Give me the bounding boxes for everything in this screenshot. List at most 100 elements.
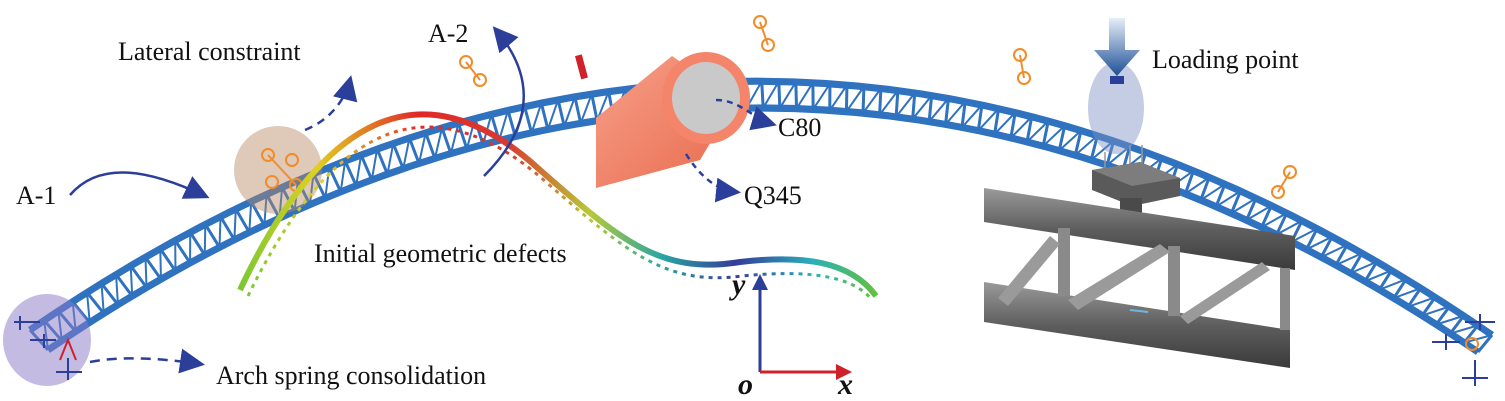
arch-web-diagonal [795, 82, 814, 110]
label-a2: A-2 [428, 19, 468, 48]
arch-web-vertical [85, 291, 105, 315]
arch-web-vertical [1183, 170, 1195, 195]
arch-web-diagonal [895, 92, 916, 118]
arch-web-vertical [911, 92, 917, 120]
arch-web-diagonal [812, 83, 831, 110]
constraint-marker [1271, 165, 1297, 199]
arch-web-vertical [794, 81, 798, 109]
arch-web-vertical [1363, 260, 1379, 283]
arch-web-diagonal [530, 102, 543, 134]
arch-web-vertical [1057, 125, 1067, 151]
arch-web-diagonal [1305, 235, 1333, 251]
arch-web-vertical [456, 122, 469, 150]
arch-web-diagonal [1379, 278, 1407, 291]
arch-web-vertical [844, 85, 849, 112]
loading-point-highlight [1088, 62, 1144, 154]
arch-web-vertical [944, 98, 950, 125]
arch-web-diagonal [86, 292, 91, 323]
cfst-tube-section [596, 52, 750, 188]
arch-web-diagonal [418, 132, 427, 164]
detail-diagonal [1068, 244, 1170, 310]
q345-arrow [684, 153, 741, 203]
arch-web-vertical [539, 102, 550, 130]
arch-web-vertical [1392, 278, 1408, 299]
arch-web-vertical [1041, 120, 1050, 147]
a1-arrow [69, 171, 210, 199]
arch-web-diagonal [1010, 116, 1033, 139]
arch-web-diagonal [961, 104, 983, 129]
detail-diagonal [998, 236, 1060, 306]
coordinate-axes [752, 274, 852, 380]
arch-web-diagonal [1335, 252, 1363, 266]
arch-web-diagonal [1435, 314, 1465, 326]
arch-web-diagonal [433, 127, 443, 159]
arch-web-vertical [188, 231, 207, 256]
arch-web-vertical [523, 106, 534, 134]
detail-diagonal [1180, 262, 1270, 324]
arch-web-vertical [219, 215, 236, 241]
arch-web-vertical [1199, 176, 1211, 201]
arch-web-diagonal [386, 143, 395, 175]
arch-web-vertical [960, 101, 967, 128]
arch-web-diagonal [928, 97, 950, 123]
arch-web-diagonal [248, 201, 253, 233]
arch-web-diagonal [1184, 176, 1210, 195]
label-c80: C80 [778, 113, 821, 142]
arch-web-vertical [144, 256, 163, 281]
arch-web-diagonal [1074, 134, 1098, 156]
arch-web-vertical [506, 109, 517, 137]
arch-web-vertical [1334, 244, 1349, 266]
label-a1: A-1 [16, 181, 56, 210]
arch-web-vertical [391, 142, 405, 170]
arch-web-vertical [777, 81, 782, 109]
arch-web-diagonal [546, 99, 560, 130]
left-support-icon [14, 316, 82, 380]
arch-web-vertical [312, 173, 327, 199]
arch-web-diagonal [1463, 334, 1493, 344]
arch-web-diagonal [159, 248, 162, 280]
load-plate [1110, 76, 1124, 84]
arch-web-vertical [1420, 296, 1437, 317]
x-axis-arrowhead [836, 364, 852, 380]
arch-web-diagonal [878, 89, 899, 116]
label-q345: Q345 [744, 181, 802, 210]
right-support-icon [1432, 314, 1495, 386]
arch-web-vertical [1349, 252, 1364, 274]
arch-web-diagonal [498, 110, 509, 141]
arch-web-diagonal [944, 100, 966, 125]
detail-lower-chord [984, 282, 1290, 368]
arch-web-diagonal [1058, 129, 1082, 152]
arch-web-vertical [234, 208, 251, 234]
a2-arrow [483, 26, 525, 177]
arch-web-diagonal [1421, 305, 1450, 317]
arch-web-vertical [1009, 112, 1017, 139]
detail-vertical [1058, 228, 1070, 296]
arch-web-diagonal [218, 216, 222, 248]
arch-web-diagonal [1042, 125, 1066, 147]
arch-web-diagonal [339, 160, 347, 192]
arch-web-vertical [100, 282, 120, 306]
y-axis-arrowhead [752, 274, 768, 290]
arch-web-vertical [1260, 204, 1273, 228]
label-axis-x: x [837, 368, 853, 401]
arch-web-vertical [1073, 130, 1083, 156]
arch-web-diagonal [1407, 296, 1436, 308]
label-arch-spring: Arch spring consolidation [216, 361, 486, 390]
arch-web-diagonal [370, 148, 379, 180]
lateral-constraint-highlight [234, 126, 322, 214]
initial-defect-shape [237, 111, 879, 301]
arch-web-diagonal [1106, 145, 1131, 166]
arch-truss [28, 77, 1494, 355]
constraint-marker [753, 15, 775, 52]
arch-web-diagonal [1245, 204, 1272, 222]
arch-web-vertical [1229, 190, 1242, 214]
arch-web-vertical [375, 148, 389, 175]
arch-web-diagonal [308, 173, 315, 205]
constraint-marker [1013, 48, 1031, 85]
arch-web-vertical [993, 108, 1001, 135]
label-initial-defects: Initial geometric defects [314, 239, 567, 268]
arch-web-vertical [1319, 235, 1334, 258]
arch-web-diagonal [762, 80, 780, 109]
arch-web-vertical [173, 239, 192, 264]
arch-web-diagonal [1090, 140, 1115, 161]
